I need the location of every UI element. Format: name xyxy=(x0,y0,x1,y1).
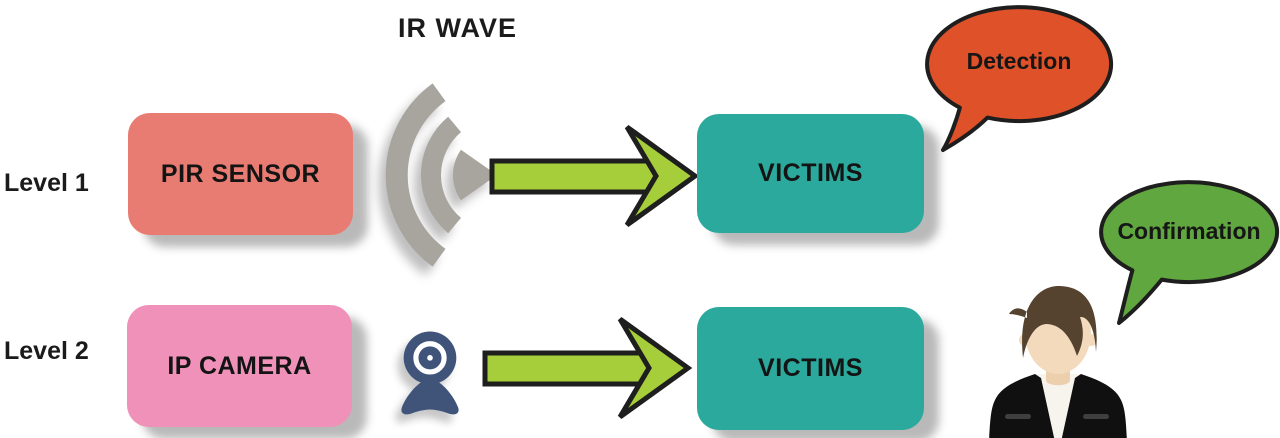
victims-label-level2: VICTIMS xyxy=(758,354,863,382)
confirmation-label: Confirmation xyxy=(1117,218,1261,244)
flow-arrow-level2 xyxy=(482,316,693,420)
confirmation-speech-bubble xyxy=(1099,180,1280,325)
ip-camera-box: IP CAMERA xyxy=(127,305,352,427)
ip-camera-label: IP CAMERA xyxy=(167,351,312,380)
person-avatar xyxy=(989,285,1127,438)
detection-label: Detection xyxy=(966,48,1072,74)
detection-speech-bubble xyxy=(925,5,1114,152)
ir-wave-icon xyxy=(385,83,497,267)
pir-sensor-label: PIR SENSOR xyxy=(160,159,321,188)
victims-box-level1: VICTIMS xyxy=(697,114,924,233)
pir-sensor-box: PIR SENSOR xyxy=(128,113,353,235)
webcam-icon xyxy=(401,331,459,415)
diagram-title: IR WAVE xyxy=(398,13,518,43)
level-2-label: Level 2 xyxy=(4,337,89,365)
victims-box-level2: VICTIMS xyxy=(697,307,924,430)
victims-label-level1: VICTIMS xyxy=(758,159,863,187)
level-1-label: Level 1 xyxy=(4,169,89,197)
flow-arrow-level1 xyxy=(489,124,700,228)
